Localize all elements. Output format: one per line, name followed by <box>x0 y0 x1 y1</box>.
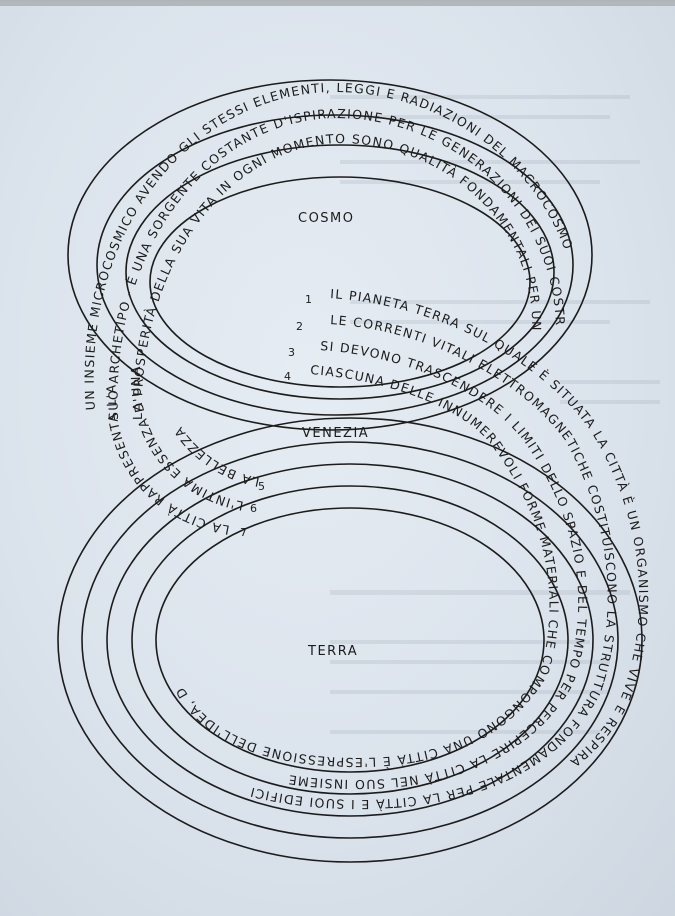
label-terra: TERRA <box>307 644 358 659</box>
left-number-7: 7 <box>240 526 247 539</box>
ring-outlines <box>57 79 643 863</box>
line-number-3: 3 <box>288 346 295 359</box>
outer-ring-line-1: UN INSIEME MICROCOSMICO AVENDO GLI STESS… <box>82 80 577 411</box>
label-venezia: VENEZIA <box>302 426 369 441</box>
line-number-2: 2 <box>296 320 303 333</box>
label-cosmo: COSMO <box>298 211 355 226</box>
left-number-6: 6 <box>250 502 257 515</box>
line-number-1: 1 <box>305 293 312 306</box>
line-number-4: 4 <box>284 370 291 383</box>
left-number-5: 5 <box>258 480 265 493</box>
